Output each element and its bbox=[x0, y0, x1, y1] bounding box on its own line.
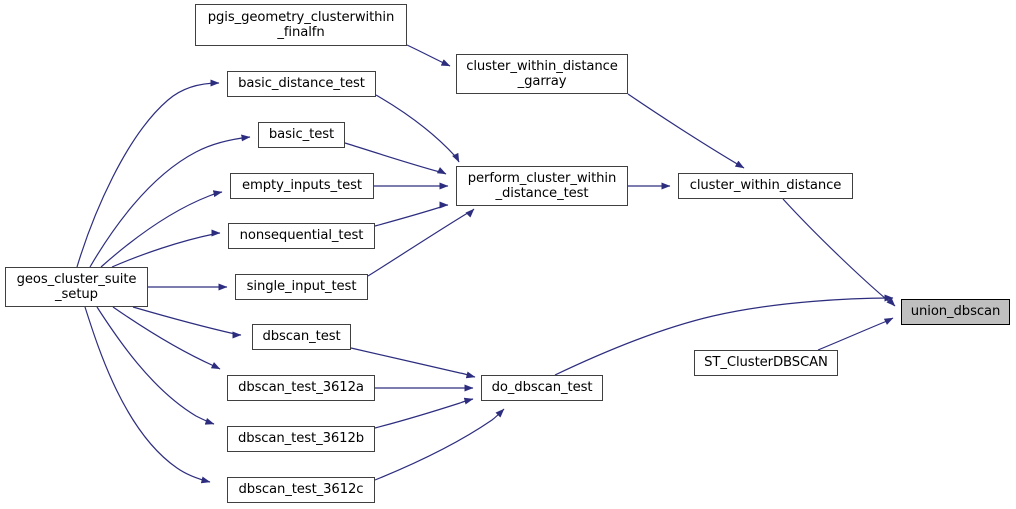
edge-single_input_test-to-perform_cluster_within_distance_test bbox=[367, 208, 475, 277]
edge-pgis_geometry_clusterwithin_finalfn-to-cluster_within_distance_garray bbox=[406, 44, 451, 67]
node-dbscan_test_3612c[interactable]: dbscan_test_3612c bbox=[227, 477, 375, 503]
edges-group bbox=[76, 44, 896, 484]
node-label-union_dbscan: union_dbscan bbox=[910, 304, 1001, 320]
node-label-do_dbscan_test: do_dbscan_test bbox=[491, 380, 593, 396]
node-label-perform_cluster_within_distance_test: perform_cluster_within _distance_test bbox=[467, 170, 617, 202]
node-label-cluster_within_distance_garray: cluster_within_distance _garray bbox=[466, 58, 618, 90]
node-label-single_input_test: single_input_test bbox=[246, 279, 357, 295]
edge-geos_cluster_suite_setup-to-basic_test bbox=[89, 134, 251, 268]
node-geos_cluster_suite_setup[interactable]: geos_cluster_suite _setup bbox=[5, 267, 148, 307]
node-label-dbscan_test_3612b: dbscan_test_3612b bbox=[237, 431, 365, 447]
node-label-basic_test: basic_test bbox=[268, 127, 335, 143]
node-label-dbscan_test_3612a: dbscan_test_3612a bbox=[238, 380, 364, 396]
edge-dbscan_test_3612b-to-do_dbscan_test bbox=[374, 397, 474, 429]
edge-geos_cluster_suite_setup-to-basic_distance_test bbox=[76, 79, 220, 268]
node-label-dbscan_test: dbscan_test bbox=[262, 329, 341, 345]
node-basic_distance_test[interactable]: basic_distance_test bbox=[227, 71, 376, 97]
edge-geos_cluster_suite_setup-to-dbscan_test bbox=[132, 306, 242, 339]
edge-geos_cluster_suite_setup-to-dbscan_test_3612c bbox=[84, 306, 211, 484]
edge-cluster_within_distance-to-union_dbscan bbox=[782, 198, 896, 307]
edge-basic_test-to-perform_cluster_within_distance_test bbox=[344, 142, 447, 175]
node-dbscan_test_3612b[interactable]: dbscan_test_3612b bbox=[227, 426, 375, 452]
edge-ST_ClusterDBSCAN-to-union_dbscan bbox=[817, 317, 894, 351]
node-dbscan_test[interactable]: dbscan_test bbox=[252, 324, 351, 350]
node-label-ST_ClusterDBSCAN: ST_ClusterDBSCAN bbox=[704, 355, 828, 371]
edge-cluster_within_distance_garray-to-cluster_within_distance bbox=[627, 93, 745, 169]
node-label-cluster_within_distance: cluster_within_distance bbox=[689, 178, 842, 194]
node-dbscan_test_3612a[interactable]: dbscan_test_3612a bbox=[227, 375, 375, 401]
node-cluster_within_distance_garray[interactable]: cluster_within_distance _garray bbox=[456, 54, 628, 94]
node-nonsequential_test[interactable]: nonsequential_test bbox=[228, 223, 375, 249]
edge-nonsequential_test-to-perform_cluster_within_distance_test bbox=[374, 201, 449, 227]
node-cluster_within_distance[interactable]: cluster_within_distance bbox=[678, 173, 853, 199]
node-label-dbscan_test_3612c: dbscan_test_3612c bbox=[238, 482, 364, 498]
node-perform_cluster_within_distance_test[interactable]: perform_cluster_within _distance_test bbox=[456, 166, 628, 206]
node-pgis_geometry_clusterwithin_finalfn[interactable]: pgis_geometry_clusterwithin _finalfn bbox=[195, 4, 407, 46]
node-single_input_test[interactable]: single_input_test bbox=[235, 274, 368, 300]
edge-geos_cluster_suite_setup-to-nonsequential_test bbox=[111, 229, 221, 268]
edge-geos_cluster_suite_setup-to-dbscan_test_3612a bbox=[112, 306, 221, 370]
edge-dbscan_test_3612c-to-do_dbscan_test bbox=[374, 408, 505, 481]
edge-geos_cluster_suite_setup-to-dbscan_test_3612b bbox=[96, 306, 215, 425]
node-label-empty_inputs_test: empty_inputs_test bbox=[242, 178, 362, 194]
node-ST_ClusterDBSCAN[interactable]: ST_ClusterDBSCAN bbox=[694, 350, 838, 376]
node-label-geos_cluster_suite_setup: geos_cluster_suite _setup bbox=[16, 271, 137, 303]
edge-dbscan_test-to-do_dbscan_test bbox=[350, 347, 476, 379]
node-label-nonsequential_test: nonsequential_test bbox=[239, 228, 364, 244]
node-union_dbscan[interactable]: union_dbscan bbox=[901, 299, 1010, 325]
edge-geos_cluster_suite_setup-to-empty_inputs_test bbox=[100, 190, 223, 268]
node-do_dbscan_test[interactable]: do_dbscan_test bbox=[481, 375, 603, 401]
node-label-pgis_geometry_clusterwithin_finalfn: pgis_geometry_clusterwithin _finalfn bbox=[207, 9, 395, 41]
edge-basic_distance_test-to-perform_cluster_within_distance_test bbox=[375, 94, 460, 163]
node-empty_inputs_test[interactable]: empty_inputs_test bbox=[230, 173, 374, 199]
node-basic_test[interactable]: basic_test bbox=[258, 122, 345, 148]
node-label-basic_distance_test: basic_distance_test bbox=[238, 76, 365, 92]
